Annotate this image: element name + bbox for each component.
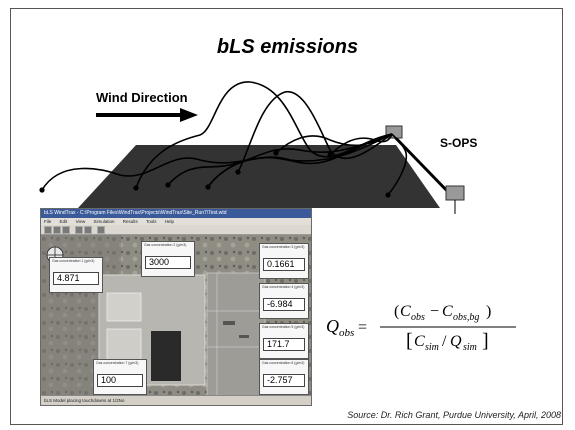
trajectory-lines — [41, 81, 407, 196]
menu-view[interactable]: View — [75, 219, 86, 224]
formula-den-a-sub: sim — [425, 342, 439, 353]
readout-label: Gas concentration 4 (g/m3) — [262, 285, 305, 289]
svg-text:[: [ — [406, 330, 413, 352]
svg-text:=: = — [358, 319, 367, 336]
field-plot — [78, 145, 440, 208]
svg-text:−: − — [430, 303, 439, 320]
readout-label: Gas concentration 3 (g/m3) — [262, 245, 305, 249]
run-icon[interactable] — [97, 226, 105, 234]
slide-title: bLS emissions — [216, 36, 359, 58]
menu-tools[interactable]: Tools — [145, 219, 157, 224]
new-icon[interactable] — [44, 226, 52, 234]
readout-value: -6.984 — [263, 298, 305, 311]
zoom-icon[interactable] — [75, 226, 83, 234]
readout-label: Gas concentration 5 (g/m3) — [262, 325, 305, 329]
svg-text:): ) — [486, 303, 491, 320]
menu-edit[interactable]: Edit — [59, 219, 68, 224]
svg-text:(: ( — [394, 303, 399, 320]
app-window-title: bLS WindTrax - C:\Program Files\WindTrax… — [41, 209, 311, 218]
svg-text:]: ] — [482, 330, 489, 352]
readout-value: 171.7 — [263, 338, 305, 351]
readout-label: Gas concentration 1 (g/m3) — [52, 259, 95, 263]
readout-box[interactable]: Gas concentration 6 (g/m3) -2.757 — [259, 359, 309, 395]
formula-num-a: C — [400, 303, 411, 320]
wind-arrow-icon — [96, 108, 198, 122]
formula-den-b-sub: sim — [463, 342, 477, 353]
formula-den-a: C — [414, 333, 425, 350]
source-citation: Source: Dr. Rich Grant, Purdue Universit… — [347, 410, 561, 420]
formula-num-a-sub: obs — [411, 312, 425, 323]
readout-box[interactable]: Gas concentration 1 (g/m3) 4.871 — [49, 257, 103, 293]
menu-file[interactable]: File — [44, 219, 52, 224]
readout-box[interactable]: Gas concentration 2 (g/m3) 3000 — [141, 241, 195, 277]
svg-text:/: / — [442, 333, 447, 350]
release-points — [39, 150, 391, 198]
readout-box[interactable]: Gas concentration 3 (g/m3) 0.1661 — [259, 243, 309, 279]
wind-direction-label: Wind Direction — [96, 90, 188, 105]
menu-simulation[interactable]: Simulation — [93, 219, 115, 224]
pan-icon[interactable] — [84, 226, 92, 234]
emission-formula: Q obs = ( C obs − C obs,bg ) [ C sim / Q… — [326, 303, 516, 353]
readout-box[interactable]: Gas concentration 7 (g/m3) 100 — [93, 359, 147, 395]
map-canvas[interactable]: Gas concentration 1 (g/m3) 4.871 Gas con… — [41, 235, 311, 398]
open-icon[interactable] — [53, 226, 61, 234]
formula-num-b: C — [442, 303, 453, 320]
readout-value: 4.871 — [53, 272, 99, 285]
formula-den-b: Q — [450, 333, 462, 350]
readout-box[interactable]: Gas concentration 4 (g/m3) -6.984 — [259, 283, 309, 319]
app-status-bar: bLS Model placing touchdowns at 1/2No — [41, 395, 311, 405]
slide-frame — [10, 8, 563, 425]
readout-box[interactable]: Gas concentration 5 (g/m3) 171.7 — [259, 323, 309, 359]
formula-lhs: Q — [326, 316, 339, 336]
readout-value: 0.1661 — [263, 258, 305, 271]
sops-label: S-OPS — [440, 136, 478, 150]
windtrax-screenshot: bLS WindTrax - C:\Program Files\WindTrax… — [40, 208, 312, 406]
save-icon[interactable] — [62, 226, 70, 234]
app-toolbar — [41, 225, 311, 235]
readout-value: 3000 — [145, 256, 191, 269]
menu-help[interactable]: Help — [164, 219, 175, 224]
readout-label: Gas concentration 6 (g/m3) — [262, 361, 305, 365]
formula-lhs-sub: obs — [339, 327, 354, 339]
menu-results[interactable]: Results — [122, 219, 138, 224]
readout-value: 100 — [97, 374, 143, 387]
readout-label: Gas concentration 2 (g/m3) — [144, 243, 187, 247]
readout-label: Gas concentration 7 (g/m3) — [96, 361, 139, 365]
formula-num-b-sub: obs,bg — [453, 312, 479, 323]
readout-value: -2.757 — [263, 374, 305, 387]
app-menu-bar: File Edit View Simulation Results Tools … — [41, 218, 311, 225]
